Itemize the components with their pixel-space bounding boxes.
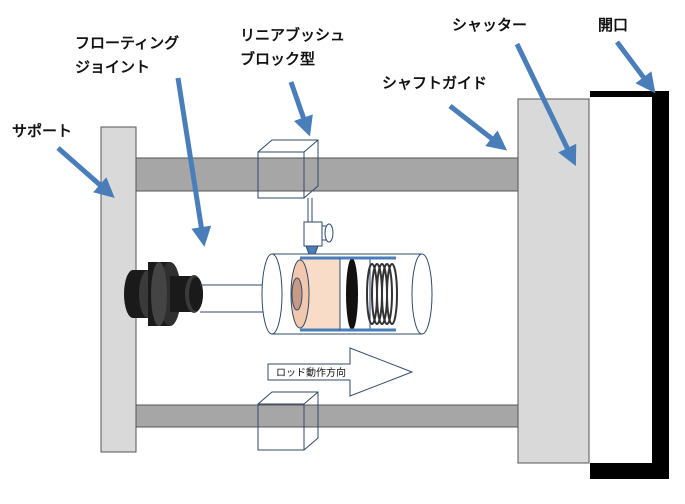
cylinder <box>261 253 433 335</box>
floating-joint-callout-arrow <box>175 77 212 247</box>
shaft-guide-callout-arrow <box>448 104 508 151</box>
bush-bracket <box>303 198 334 255</box>
opening-callout-arrow <box>615 40 656 94</box>
linear-bush-label-line2: ブロック型 <box>240 50 316 68</box>
upper-shaft <box>134 157 521 192</box>
spring <box>366 263 398 325</box>
shutter-plate <box>517 98 590 464</box>
shutter-label: シャッター <box>452 16 528 34</box>
shutter-callout-arrow <box>514 42 577 167</box>
lower-shaft <box>134 404 521 428</box>
support-label: サポート <box>12 122 73 140</box>
opening-frame-inner <box>590 97 652 463</box>
floating-joint-label-line1: フローティング <box>75 34 180 52</box>
callout-arrows <box>56 40 656 247</box>
floating-joint <box>124 262 203 326</box>
linear-bush-upper <box>257 139 319 199</box>
rod-direction-arrow: ロッド動作方向 <box>267 347 414 397</box>
seal-ring-black <box>346 258 358 330</box>
linear-bush-callout-arrow <box>288 81 313 137</box>
opening-label: 開口 <box>598 16 629 34</box>
linear-bush-lower <box>257 391 319 451</box>
rod-direction-label: ロッド動作方向 <box>276 366 346 379</box>
support-callout-arrow <box>56 146 115 198</box>
linear-bush-label-line1: リニアブッシュ <box>240 26 346 44</box>
floating-joint-label-line2: ジョイント <box>75 58 151 76</box>
shaft-guide-label: シャフトガイド <box>382 74 488 92</box>
